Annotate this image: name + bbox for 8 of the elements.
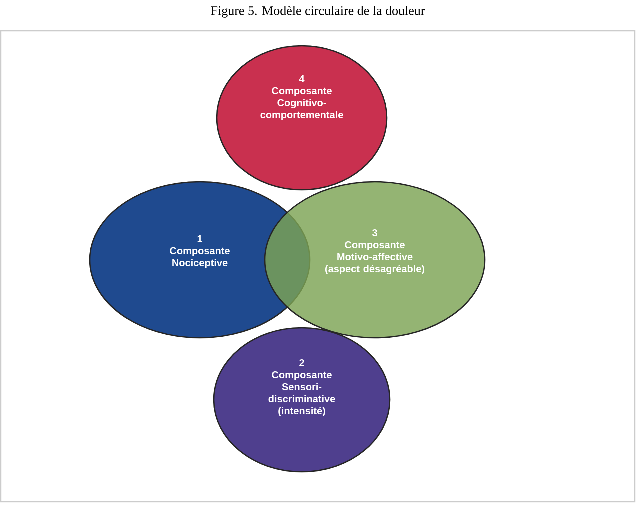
ellipse: [213, 327, 391, 473]
ellipse-label: 3 Composante Motivo-affective (aspect désagréable): [325, 229, 425, 275]
ellipse: [216, 45, 388, 191]
ellipse: [264, 181, 486, 339]
ellipse-label: 2 Composante Sensori-discriminative (intensité): [268, 359, 336, 417]
ellipse-label: 4 Composante Cognitivo-comportementale: [260, 76, 344, 120]
figure-title: Figure 5. Modèle circulaire de la douleur: [211, 6, 426, 18]
ellipse-label: 1 Composante Nociceptive: [170, 236, 230, 268]
